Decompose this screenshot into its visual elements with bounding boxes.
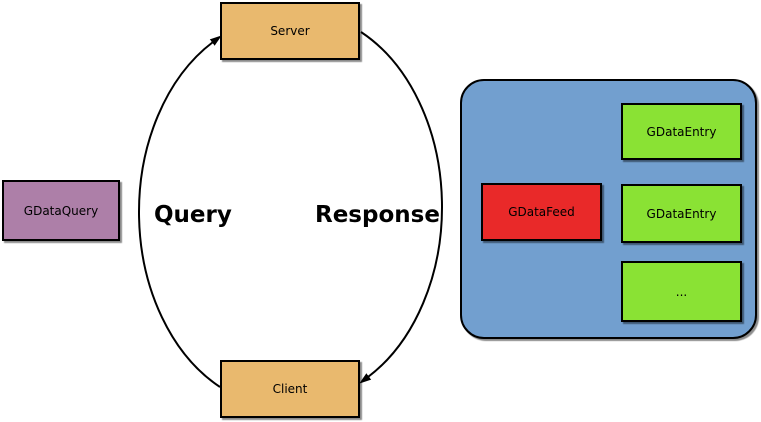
node-gdataentry-mid: GDataEntry (621, 184, 742, 243)
node-server-label: Server (270, 24, 310, 38)
node-gdataentry-mid-label: GDataEntry (646, 206, 717, 221)
node-server: Server (220, 2, 360, 60)
node-gdatafeed: GDataFeed (481, 183, 602, 241)
feed-container: GDataFeed GDataEntry GDataEntry ... (460, 79, 757, 339)
node-gdataquery: GDataQuery (2, 180, 120, 241)
node-client: Client (220, 360, 360, 418)
response-arrow (359, 31, 443, 384)
node-client-label: Client (272, 382, 308, 396)
node-gdataentry-more: ... (621, 261, 742, 322)
node-gdataentry-more-label: ... (675, 284, 688, 299)
node-gdatafeed-label: GDataFeed (508, 205, 575, 219)
node-gdataquery-label: GDataQuery (23, 203, 99, 218)
query-edge-label: Query (154, 202, 232, 228)
response-edge-label: Response (315, 202, 440, 228)
node-gdataentry-top: GDataEntry (621, 103, 742, 160)
node-gdataentry-top-label: GDataEntry (646, 124, 717, 139)
query-arrow (138, 35, 222, 388)
